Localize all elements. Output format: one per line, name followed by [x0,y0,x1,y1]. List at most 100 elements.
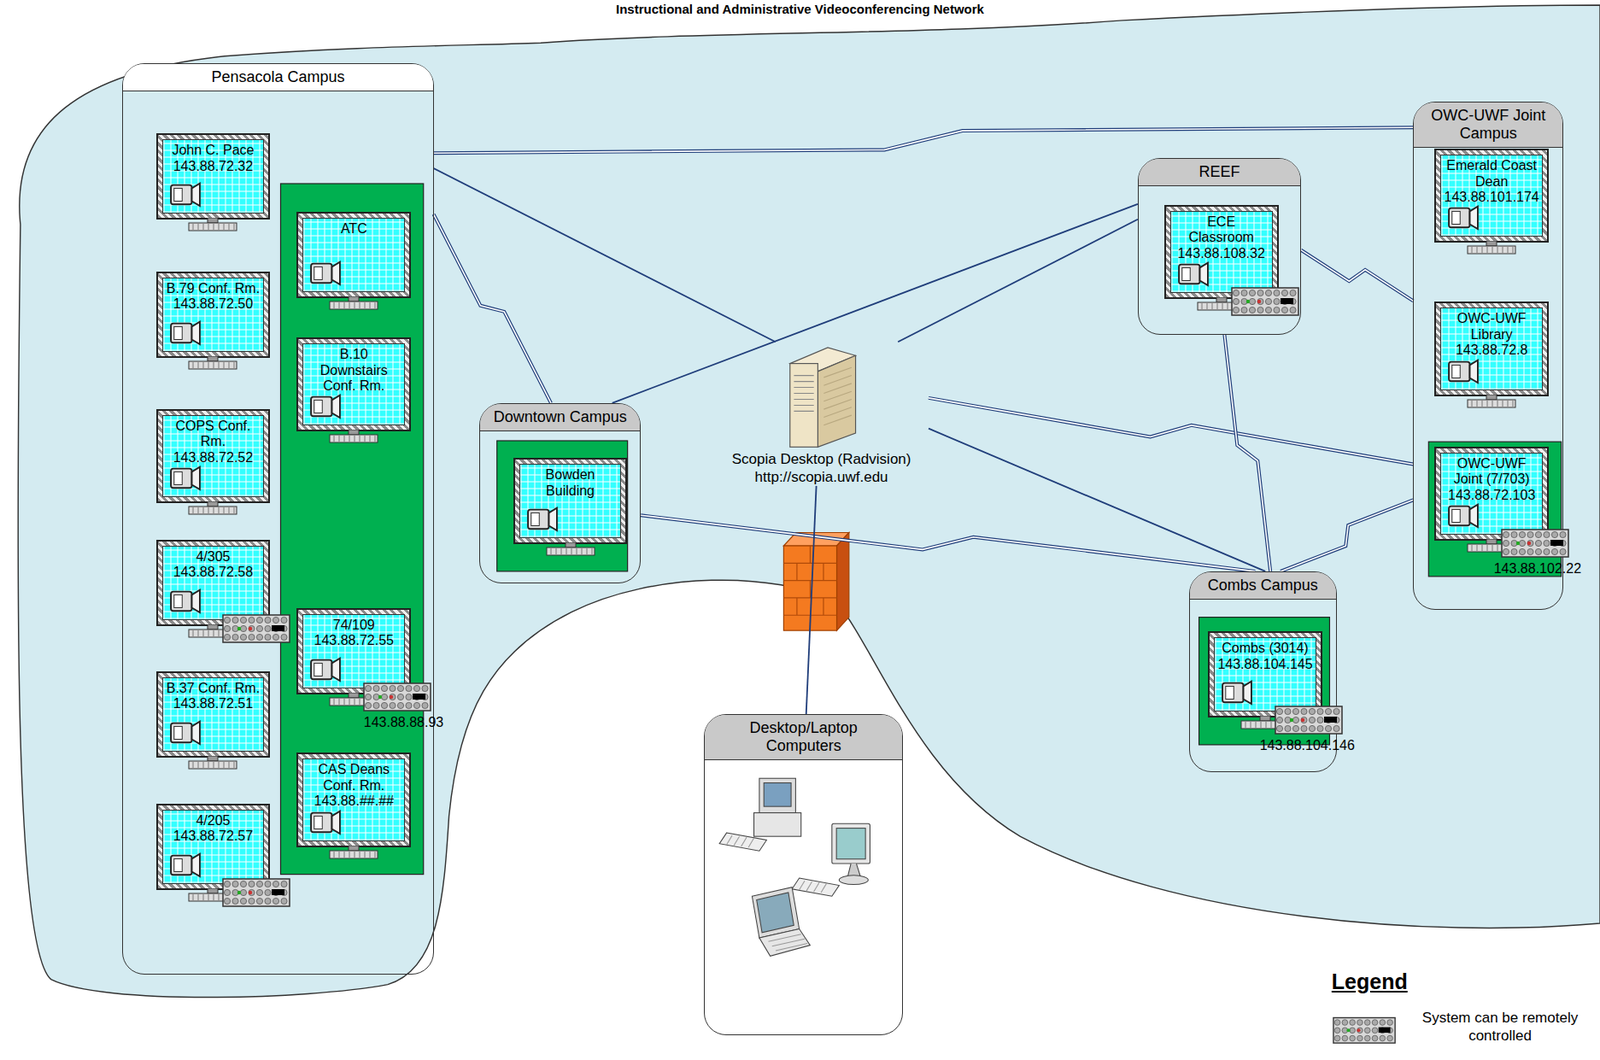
campus-group: Downtown CampusBowden Building [479,403,641,584]
screen: Emerald Coast Dean143.88.101.174 [1440,154,1543,237]
network-link [1301,250,1413,302]
monitor-stand [1464,240,1519,255]
campus-header: REEF [1138,158,1301,187]
screen: ATC [302,217,405,293]
link-highlight [1301,250,1413,302]
remote-control-icon [361,682,434,712]
campus-header: OWC-UWF Joint Campus [1413,102,1563,147]
network-link [640,515,1255,572]
monitor-stand [185,501,241,516]
campus-group: REEF ECE Classroom143.88.108.32 [1137,158,1302,335]
ip-address: 143.88.104.145 [1216,656,1314,673]
monitor-stand [326,845,381,860]
ip-address: 143.88.72.57 [164,828,263,844]
computers-illustration [704,760,904,1006]
camera-icon [1219,678,1255,706]
network-link [928,398,1413,465]
ip-address: 143.88.72.55 [304,632,403,649]
campus-group: OWC-UWF Joint CampusEmerald Coast Dean14… [1412,101,1564,610]
screen: 4/205143.88.72.57 [162,809,265,885]
remote-control-icon [1499,528,1571,558]
room-name: Emerald Coast Dean [1442,158,1541,190]
link-highlight [433,214,551,404]
camera-icon [525,504,560,533]
videoconference-unit: 4/205143.88.72.57 [156,803,271,891]
legend-sample [1332,1013,1396,1049]
screen: B.79 Conf. Rm.143.88.72.50 [162,277,265,352]
room-name: ATC [304,221,403,237]
ip-address: 143.88.72.32 [164,158,263,175]
videoconference-unit: B.79 Conf. Rm.143.88.72.50 [156,271,271,358]
server-url: http://scopia.uwf.edu [714,468,929,487]
room-name: Combs (3014) [1216,640,1314,657]
screen: B.37 Conf. Rm.143.88.72.51 [162,677,265,752]
server: Scopia Desktop (Radvision)http://scopia.… [714,341,929,487]
server-icon [781,341,862,452]
videoconference-unit: ECE Classroom143.88.108.32 [1164,205,1279,299]
remote-control-icon [220,614,293,644]
camera-icon [168,586,203,615]
videoconference-unit: Bowden Building [513,457,628,545]
room-name: John C. Pace [164,142,263,159]
room-name: B.79 Conf. Rm. [164,281,263,297]
camera-icon [1176,259,1211,288]
ip-address: 143.88.72.51 [164,696,263,712]
videoconference-unit: 4/305143.88.72.58 [156,539,271,627]
remote-control-icon [220,878,293,908]
screen: John C. Pace143.88.72.32 [162,139,265,214]
camera-icon [1446,501,1481,529]
link-highlight [1280,499,1413,572]
videoconference-unit: John C. Pace143.88.72.32 [156,133,271,220]
link-highlight [928,398,1413,465]
screen: CAS Deans Conf. Rm.143.88.##.## [302,758,405,841]
ip-address: 143.88.72.103 [1442,487,1541,504]
room-name: COPS Conf. Rm. [164,418,263,451]
campus-header: Desktop/Laptop Computers [704,715,903,760]
ip-address: 143.88.108.32 [1172,246,1271,262]
room-name: OWC-UWF Joint (7/703) [1442,456,1541,488]
screen: 74/109143.88.72.55 [302,614,405,689]
network-link [928,428,1266,572]
screen: 4/305143.88.72.58 [162,545,265,621]
videoconference-unit: COPS Conf. Rm.143.88.72.52 [156,409,271,504]
camera-icon [308,258,343,287]
camera-icon [308,655,343,683]
videoconference-unit: OWC-UWF Library143.88.72.8 [1434,301,1549,396]
camera-icon [168,318,203,346]
monitor-stand [1464,394,1519,409]
camera-icon [168,180,203,208]
monitor-stand [185,356,241,370]
ip-address: 143.88.102.22 [1494,561,1582,577]
camera-icon [168,718,203,746]
monitor-stand [326,429,381,444]
ip-address: 143.88.72.8 [1442,342,1541,358]
campus-group: Combs CampusCombs (3014)143.88.104.14514… [1189,571,1337,773]
ip-address: 143.88.104.146 [1260,738,1355,754]
room-name: 4/305 [164,549,263,565]
ip-address: 143.88.##.## [304,793,403,809]
network-link [806,486,817,715]
videoconference-unit: OWC-UWF Joint (7/703)143.88.72.103143.88… [1434,446,1549,541]
room-name: OWC-UWF Library [1442,310,1541,343]
monitor-stand [185,756,241,770]
camera-icon [168,463,203,492]
ip-address: 143.88.72.52 [164,450,263,466]
room-name: Bowden Building [521,467,620,499]
screen: B.10 Downstairs Conf. Rm. [302,343,405,426]
room-name: 74/109 [304,617,403,633]
camera-icon [308,392,343,420]
server-name: Scopia Desktop (Radvision) [714,451,929,469]
monitor-stand [326,296,381,311]
legend-heading: Legend [1331,969,1408,995]
remote-control-icon [1272,705,1345,735]
campus-header: Downtown Campus [480,404,640,432]
videoconference-unit: CAS Deans Conf. Rm.143.88.##.## [296,752,411,847]
camera-icon [1446,203,1481,231]
screen: Combs (3014)143.88.104.145 [1213,637,1317,712]
network-link [612,204,1138,404]
room-name: 4/205 [164,813,263,829]
ip-address: 143.88.72.58 [164,564,263,581]
monitor-stand [543,542,598,557]
videoconference-unit: Combs (3014)143.88.104.145143.88.104.146 [1207,631,1323,718]
